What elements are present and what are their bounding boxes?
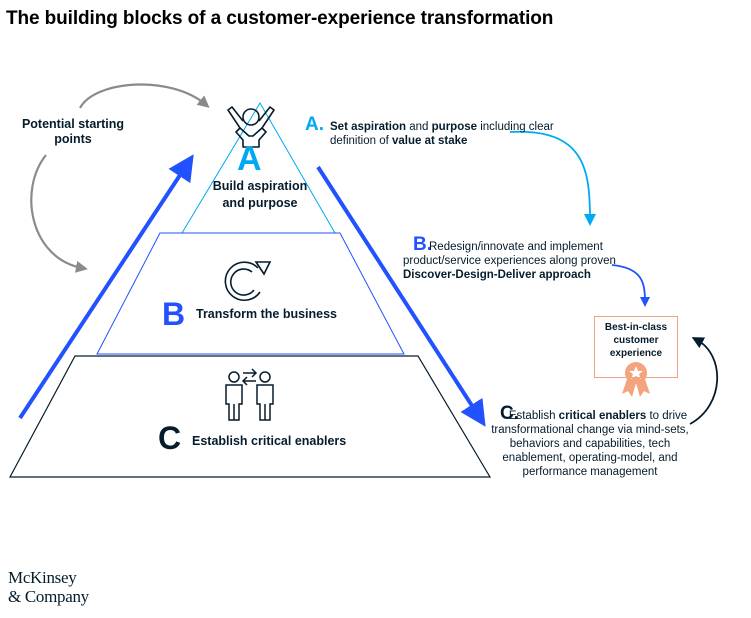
mckinsey-logo: McKinsey & Company <box>8 568 89 606</box>
desc-a-letter: A. <box>305 114 324 135</box>
person-arms-raised-icon <box>227 106 275 148</box>
desc-c-text: Establish critical enablers to drive tra… <box>491 410 689 478</box>
page-title: The building blocks of a customer-experi… <box>6 8 554 29</box>
arrow-c-to-outcome <box>689 337 719 425</box>
tier-c-letter: C <box>158 420 182 456</box>
award-ribbon-icon <box>622 362 650 397</box>
two-people-exchange-icon <box>225 368 274 421</box>
desc-b-text: Redesign/innovate and implement product/… <box>403 241 616 281</box>
tier-a-letter: A <box>237 140 262 178</box>
arrow-b-to-outcome <box>611 264 650 307</box>
tier-a-label: Build aspiration and purpose <box>212 179 308 210</box>
tier-b-label: Transform the business <box>196 307 338 321</box>
cycle-arrow-icon <box>224 261 272 302</box>
arrow-a-to-b <box>509 130 596 226</box>
desc-b-letter: B. <box>413 234 432 255</box>
up-arrow <box>18 154 194 420</box>
down-arrow <box>316 165 486 427</box>
tier-b-letter: B <box>162 296 186 332</box>
starting-points-label: Potential starting points <box>21 117 125 146</box>
gray-arrow-bottom <box>30 154 88 273</box>
gray-arrow-top <box>79 83 210 109</box>
desc-a-text: Set aspiration and purpose including cle… <box>330 121 554 147</box>
outcome-box <box>594 316 678 378</box>
pyramid-tier-c <box>8 355 492 478</box>
outcome-label: Best-in-class customer experience <box>604 322 668 359</box>
desc-c-letter: C. <box>500 403 519 424</box>
tier-c-label: Establish critical enablers <box>192 434 347 448</box>
pyramid-tier-b <box>96 232 405 355</box>
